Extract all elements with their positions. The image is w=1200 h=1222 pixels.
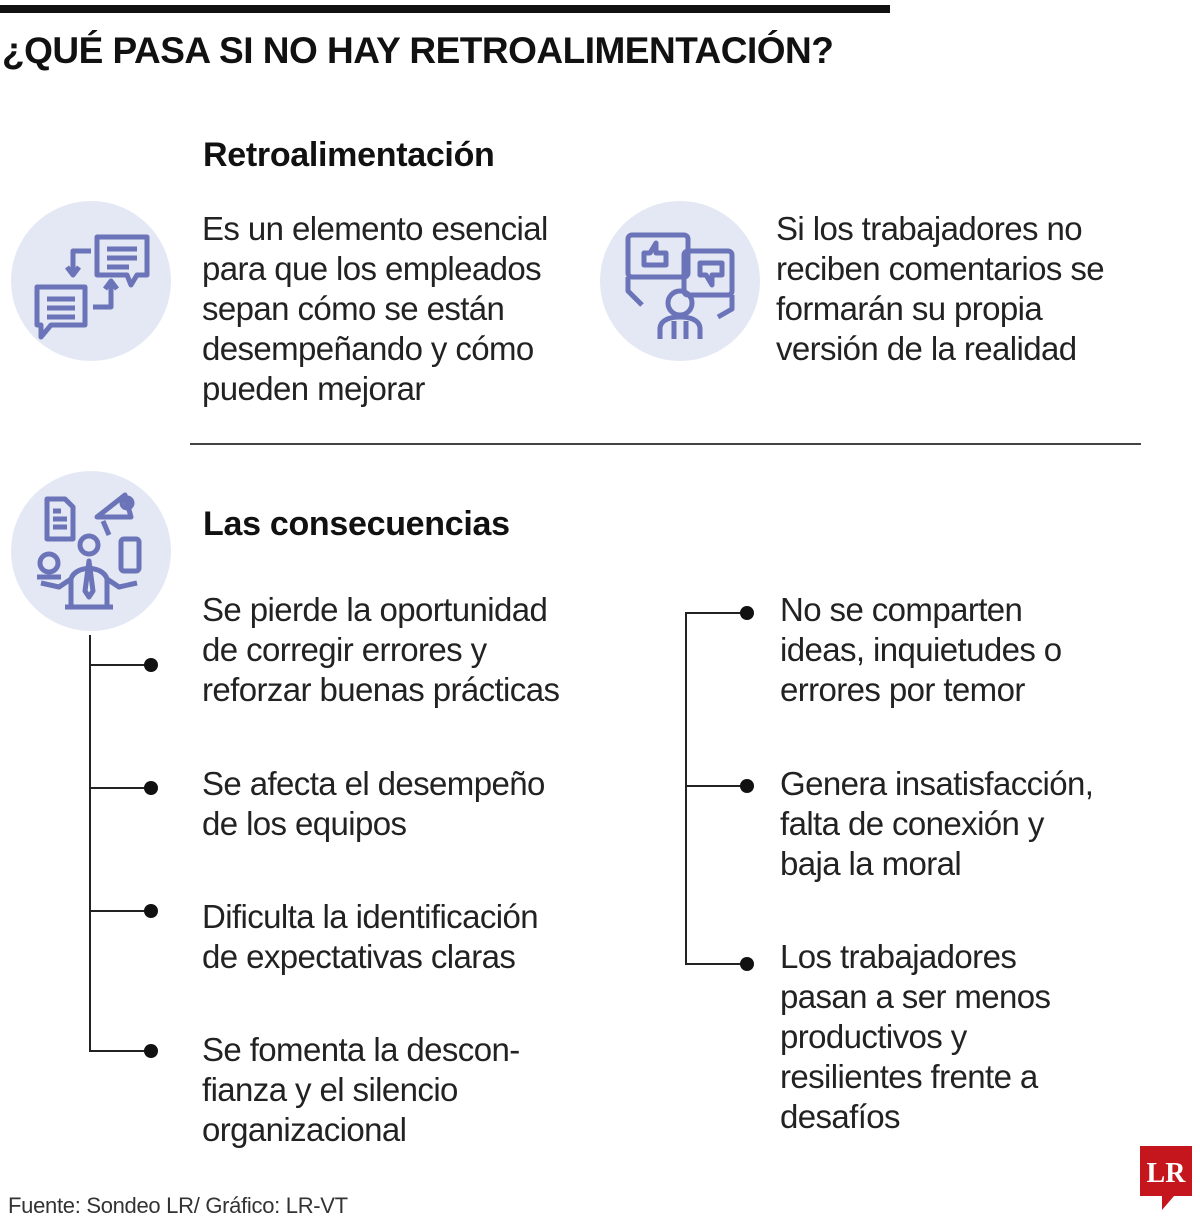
consequence-item: Se afecta el desempeño de los equipos [202,765,545,842]
left-branch [89,787,149,789]
right-tree-trunk [685,612,687,964]
svg-text:LR: LR [1147,1158,1187,1189]
right-branch [685,785,745,787]
consequence-item: Genera insatisfacción, falta de conexión… [780,765,1094,882]
bullet-dot [740,606,754,620]
left-branch [89,910,149,912]
source-credit: Fuente: Sondeo LR/ Gráfico: LR-VT [8,1193,348,1218]
section-divider [190,443,1141,445]
retro-consequence-text: Si los trabajadores no reciben comentari… [776,210,1105,367]
stressed-worker-icon [11,471,171,631]
consequence-item: No se comparten ideas, inquietudes o err… [780,591,1062,708]
left-branch [89,1050,149,1052]
section-heading-retroalimentacion: Retroalimentación [203,136,495,174]
bullet-dot [740,779,754,793]
bullet-dot [144,1044,158,1058]
page-title: ¿QUÉ PASA SI NO HAY RETROALIMENTACIÓN? [2,30,834,71]
consequence-item: Los trabajadores pasan a ser menos produ… [780,938,1051,1135]
lr-logo: LR [1140,1146,1192,1217]
left-tree-trunk [89,635,91,1051]
left-branch [89,664,149,666]
right-branch [685,963,745,965]
section-heading-consecuencias: Las consecuencias [203,505,510,543]
retro-definition-text: Es un elemento esencial para que los emp… [202,210,548,407]
chat-exchange-icon [11,201,171,361]
top-rule [0,5,890,13]
consequence-item: Se pierde la oportunidad de corregir err… [202,591,560,708]
bullet-dot [144,658,158,672]
bullet-dot [740,957,754,971]
consequence-item: Dificulta la identificación de expectati… [202,898,539,975]
bullet-dot [144,904,158,918]
consequence-item: Se fomenta la descon- fianza y el silenc… [202,1031,520,1148]
bullet-dot [144,781,158,795]
feedback-thumbs-icon [600,201,760,361]
right-branch [685,612,745,614]
